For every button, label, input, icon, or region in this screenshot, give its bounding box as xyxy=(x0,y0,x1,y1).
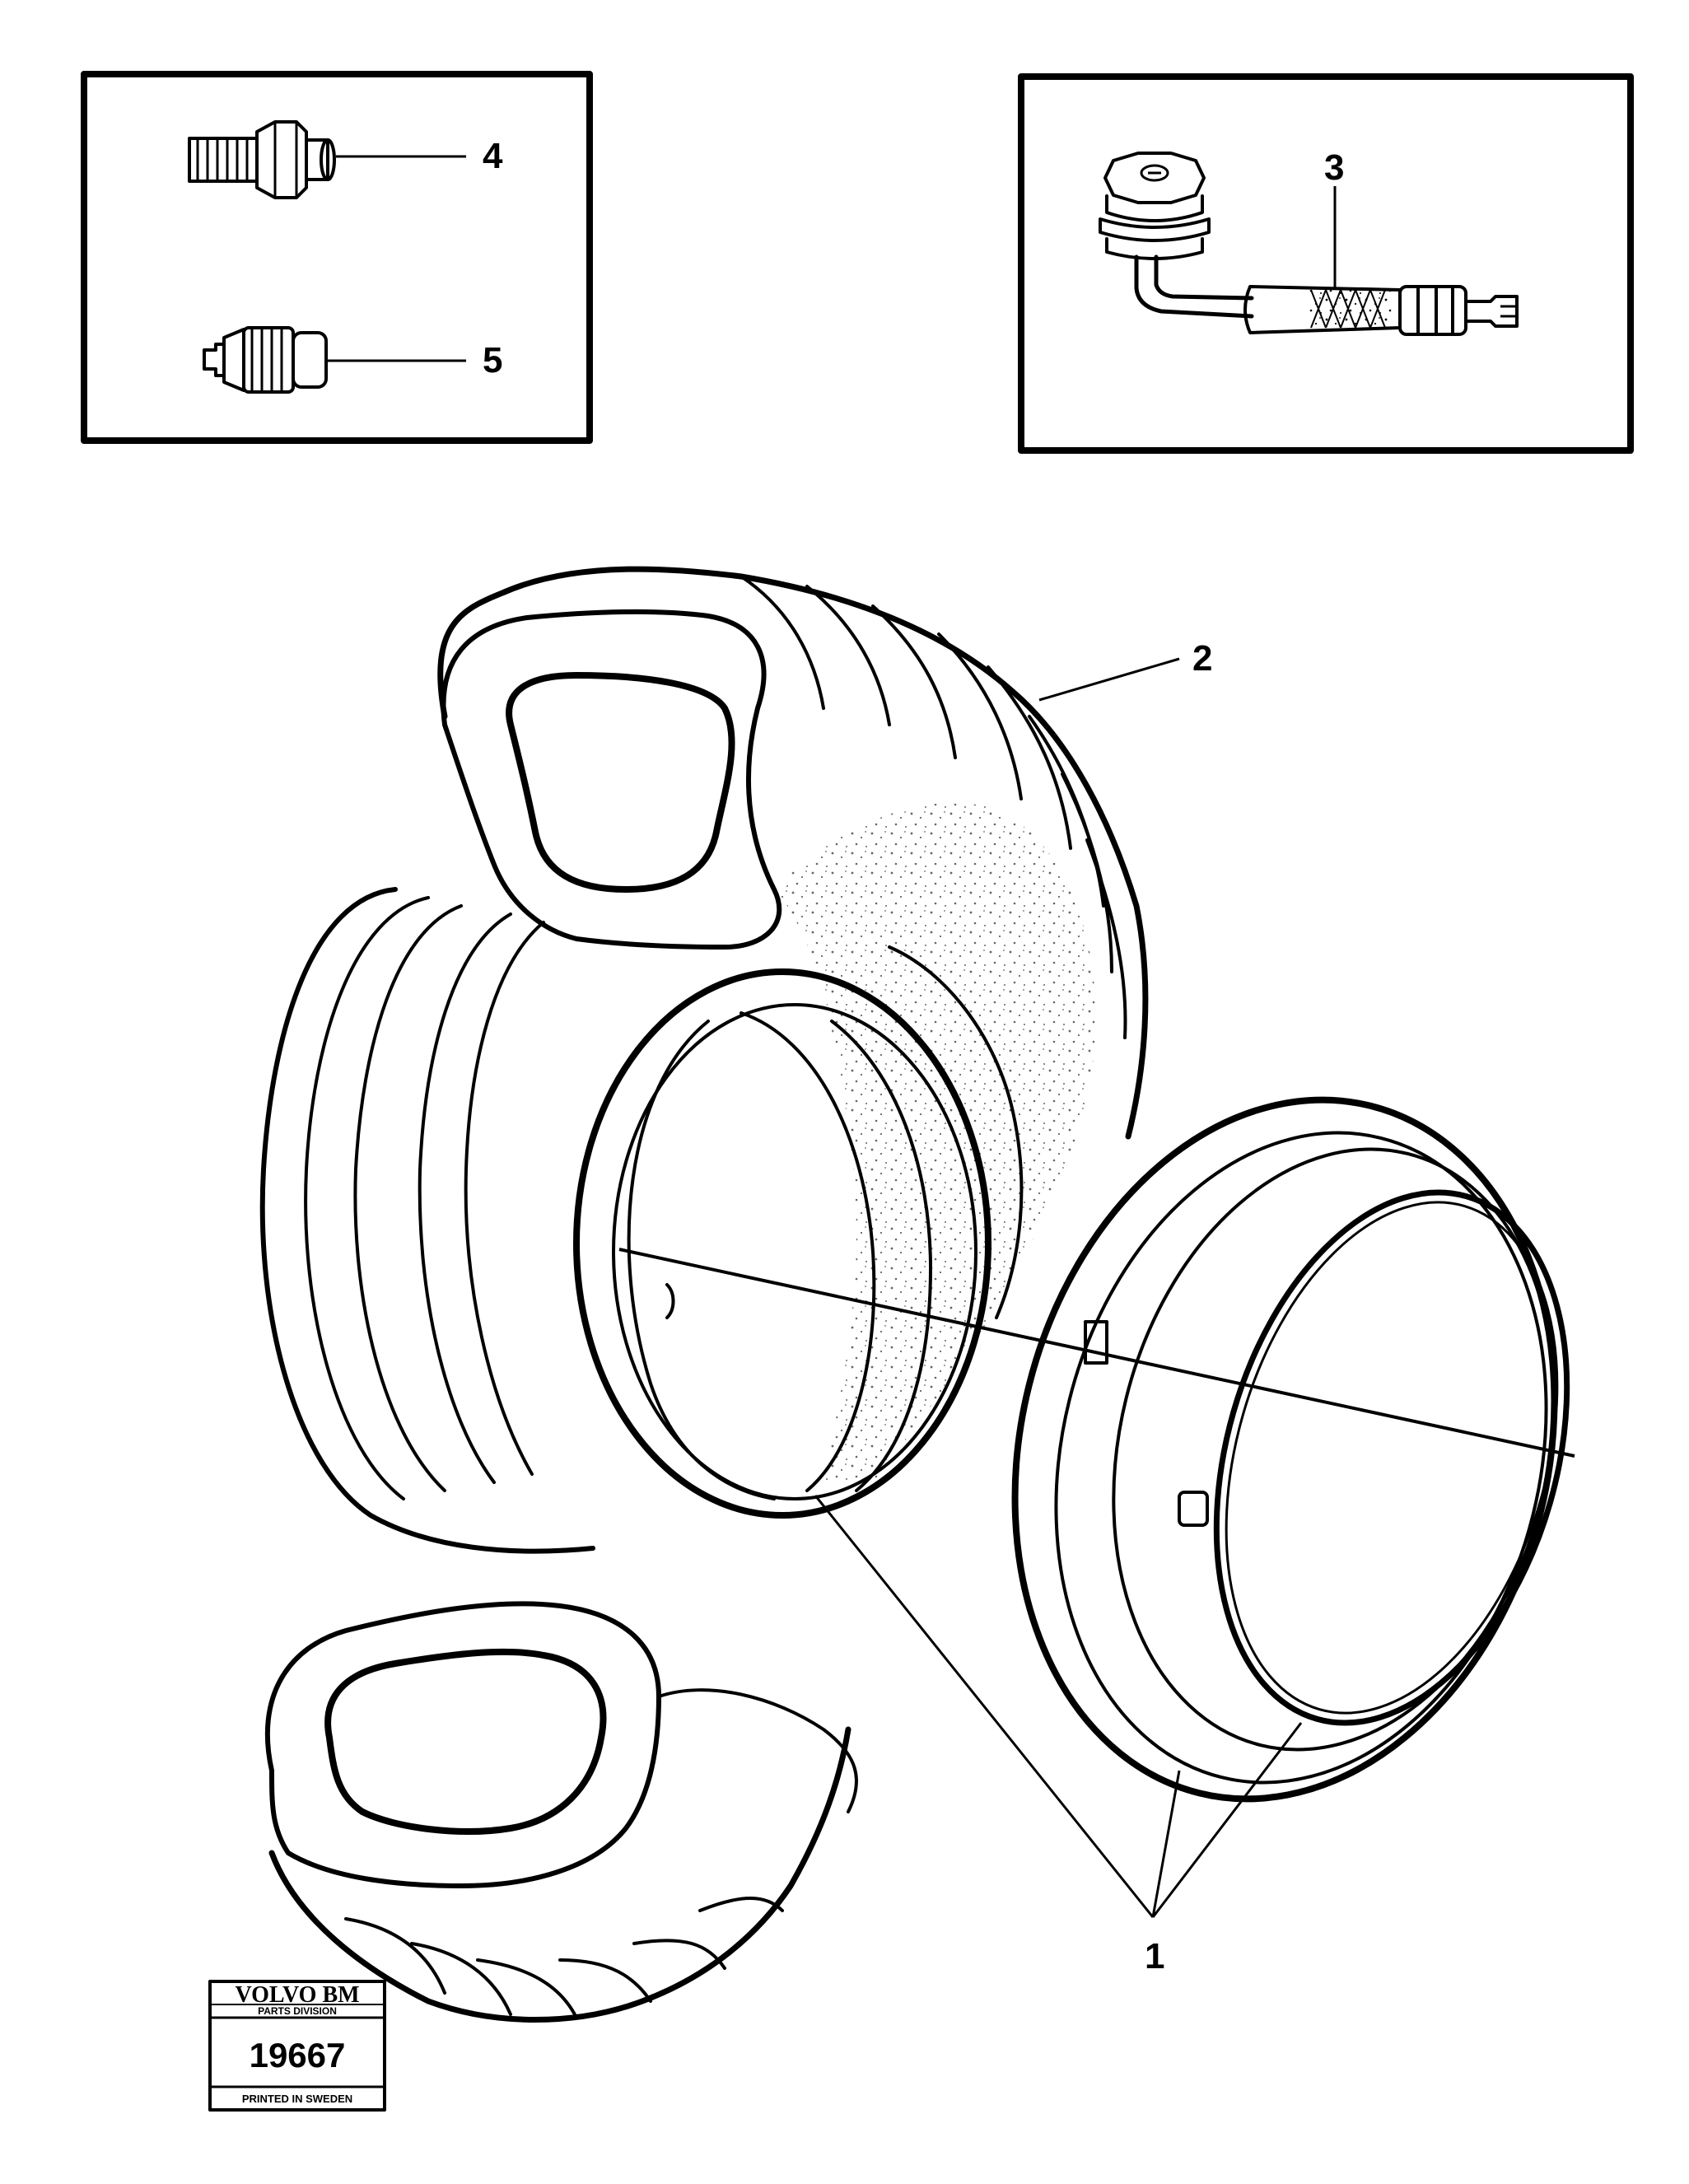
rim-ring-outer xyxy=(1011,1096,1558,1803)
stamp-number: 19667 xyxy=(250,2036,346,2074)
valve-cap-part xyxy=(203,326,328,394)
assembly-axis-line xyxy=(618,1248,1575,1458)
callout-3: 3 xyxy=(1324,147,1344,188)
tire-part xyxy=(264,566,1149,2023)
tire-valve-part xyxy=(1099,152,1519,336)
rim-lock-ring xyxy=(1178,1189,1570,1726)
wheel-assembly xyxy=(259,566,1575,2023)
callout-2: 2 xyxy=(1192,638,1212,679)
inset-box-valve-parts: 4 5 xyxy=(81,71,593,444)
callout-5: 5 xyxy=(483,340,502,380)
inset-box-tire-valve: 3 xyxy=(1018,73,1634,454)
valve-adapter-part xyxy=(188,120,336,199)
callout-1: 1 xyxy=(1145,1936,1164,1976)
callout-4: 4 xyxy=(483,136,503,176)
stamp-brand: VOLVO BM xyxy=(235,1982,359,2008)
leader-line-2 xyxy=(1038,657,1180,702)
volvo-bm-stamp: VOLVO BM PARTS DIVISION 19667 PRINTED IN… xyxy=(208,1980,386,2112)
leader-lines-1 xyxy=(814,1495,1303,1918)
rim-body xyxy=(259,887,991,1554)
stamp-printed: PRINTED IN SWEDEN xyxy=(242,2093,352,2105)
stamp-division: PARTS DIVISION xyxy=(258,2005,337,2017)
